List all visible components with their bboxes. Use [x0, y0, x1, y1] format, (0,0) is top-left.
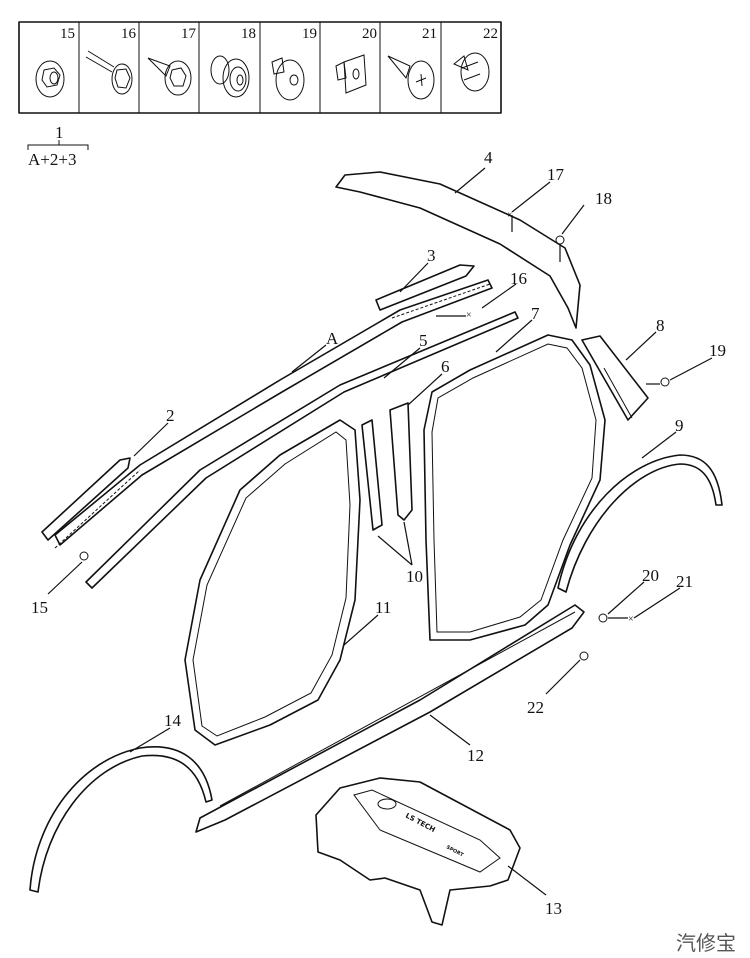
push-rivet-clip-icon	[271, 57, 305, 101]
parts-drawing: LS TECH SPORT × × ×	[29, 171, 723, 926]
callout-12: 12	[467, 746, 484, 765]
cover-badge-subtext: SPORT	[445, 844, 465, 858]
leader-lines	[47, 167, 713, 896]
flange-nut-icon	[35, 60, 65, 98]
assembly-number: 1	[55, 123, 64, 142]
callout-8: 8	[656, 316, 665, 335]
part-7-rear-door-weatherstrip	[423, 334, 606, 641]
square-clip-nut-icon	[335, 54, 367, 94]
fastener-22-marker	[579, 651, 589, 661]
callout-20: 20	[642, 566, 659, 585]
callout-11: 11	[375, 598, 391, 617]
grommet-clip-icon	[210, 55, 250, 98]
callout-labels: 4 17 18 3 16 A 5 7 8 19 6 2 9 10 11 20 2…	[31, 148, 726, 918]
fastener-20-marker	[598, 613, 608, 623]
cover-badge-text: LS TECH	[404, 812, 437, 834]
fastener-legend-table: 15 16 17 18 19 20 21 22	[18, 21, 502, 114]
legend-number-15: 15	[60, 26, 75, 42]
part-A-roof-rail	[54, 279, 493, 546]
fastener-17-cross-icon: ×	[507, 210, 513, 221]
part-5-roof-molding	[85, 311, 519, 589]
legend-number-22: 22	[483, 26, 498, 42]
legend-number-18: 18	[241, 26, 256, 42]
callout-19: 19	[709, 341, 726, 360]
callout-14: 14	[164, 711, 182, 730]
callout-A: A	[326, 329, 339, 348]
bolt-icon	[85, 50, 133, 95]
part-14-front-wheel-arch	[29, 746, 213, 893]
assembly-formula: A+2+3	[28, 150, 76, 169]
callout-18: 18	[595, 189, 612, 208]
part-3-rail-cover	[375, 264, 475, 311]
part-6-pillar-trim	[389, 402, 413, 521]
callout-10: 10	[406, 567, 423, 586]
callout-17: 17	[547, 165, 565, 184]
callout-3: 3	[427, 246, 436, 265]
phillips-tapping-screw-icon	[387, 55, 435, 100]
fastener-15-marker	[79, 551, 89, 561]
callout-7: 7	[531, 304, 540, 323]
callout-15: 15	[31, 598, 48, 617]
callout-16: 16	[510, 269, 527, 288]
legend-number-16: 16	[121, 26, 137, 42]
part-9-rear-wheel-arch	[557, 454, 723, 593]
part-11-front-door-weatherstrip	[184, 419, 361, 746]
legend-number-19: 19	[302, 26, 317, 42]
tapping-screw-washer-icon	[147, 57, 192, 96]
legend-number-20: 20	[362, 26, 377, 42]
callout-9: 9	[675, 416, 684, 435]
fastener-18-marker	[555, 235, 565, 245]
assembly-note: 1 A+2+3	[27, 123, 89, 169]
part-2-rail-end	[41, 457, 131, 541]
callout-4: 4	[484, 148, 493, 167]
watermark: 汽修宝	[676, 931, 736, 955]
part-12-side-sill	[195, 604, 585, 833]
fastener-19-marker	[660, 377, 670, 387]
callout-22: 22	[527, 698, 544, 717]
part-4-roof-spoiler	[335, 171, 581, 329]
callout-5: 5	[419, 331, 428, 350]
part-10-pillar-trim	[361, 419, 383, 531]
callout-13: 13	[545, 899, 562, 918]
callout-21: 21	[676, 572, 693, 591]
fastener-16-cross-icon: ×	[466, 310, 472, 321]
part-8-quarter-trim	[581, 335, 649, 421]
legend-number-17: 17	[181, 26, 197, 42]
part-13-badge-panel: LS TECH SPORT	[315, 777, 521, 926]
callout-2: 2	[166, 406, 175, 425]
cap-clip-icon	[453, 52, 490, 92]
legend-number-21: 21	[422, 26, 437, 42]
callout-6: 6	[441, 357, 450, 376]
fastener-21-cross-icon: ×	[628, 614, 634, 625]
